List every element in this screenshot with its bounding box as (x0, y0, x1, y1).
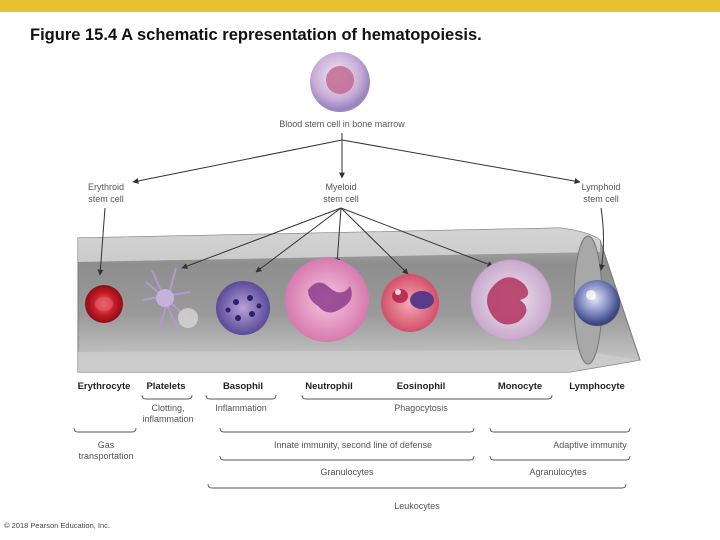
grouping-brackets (73, 394, 631, 489)
blood-stem-cell-illustration (310, 52, 370, 112)
function-adaptive-immunity: Adaptive immunity (553, 440, 627, 450)
monocyte-illustration (470, 259, 552, 341)
function-gas-line1: Gas (98, 440, 115, 450)
blood-stem-cell-label: Blood stem cell in bone marrow (279, 119, 405, 129)
lymphoid-stem-cell-label-line1: Lymphoid (582, 182, 621, 192)
function-inflammation: Inflammation (215, 403, 267, 413)
cell-name-erythrocyte: Erythrocyte (78, 381, 131, 392)
cell-name-monocyte: Monocyte (498, 381, 542, 392)
lymphocyte-illustration (574, 280, 620, 326)
cell-name-neutrophil: Neutrophil (305, 381, 353, 392)
myeloid-arrows (97, 207, 605, 276)
function-clotting-line1: Clotting, (151, 403, 184, 413)
group-agranulocytes: Agranulocytes (529, 467, 587, 477)
function-clotting-line2: inflammation (142, 414, 193, 424)
lymphoid-stem-cell-label-line2: stem cell (583, 194, 619, 204)
stem-cell-arrows (132, 133, 581, 185)
cell-name-basophil: Basophil (223, 381, 263, 392)
erythrocyte-illustration (85, 285, 123, 323)
cell-name-eosinophil: Eosinophil (397, 381, 446, 392)
platelets-illustration (141, 267, 198, 331)
function-innate-immunity: Innate immunity, second line of defense (274, 440, 432, 450)
group-granulocytes: Granulocytes (320, 467, 374, 477)
function-phagocytosis: Phagocytosis (394, 403, 448, 413)
copyright-notice: © 2018 Pearson Education, Inc. (4, 521, 111, 530)
myeloid-stem-cell-label-line2: stem cell (323, 194, 359, 204)
group-leukocytes: Leukocytes (394, 501, 440, 511)
basophil-illustration (216, 281, 270, 335)
neutrophil-illustration (285, 258, 369, 342)
cell-name-platelets: Platelets (146, 381, 185, 392)
cell-name-lymphocyte: Lymphocyte (569, 381, 625, 392)
myeloid-stem-cell-label-line1: Myeloid (325, 182, 356, 192)
function-gas-line2: transportation (78, 451, 133, 461)
eosinophil-illustration (381, 274, 439, 332)
figure-title: Figure 15.4 A schematic representation o… (30, 26, 482, 44)
erythroid-stem-cell-label-line1: Erythroid (88, 182, 124, 192)
top-accent-bar (0, 0, 720, 12)
erythroid-stem-cell-label-line2: stem cell (88, 194, 124, 204)
